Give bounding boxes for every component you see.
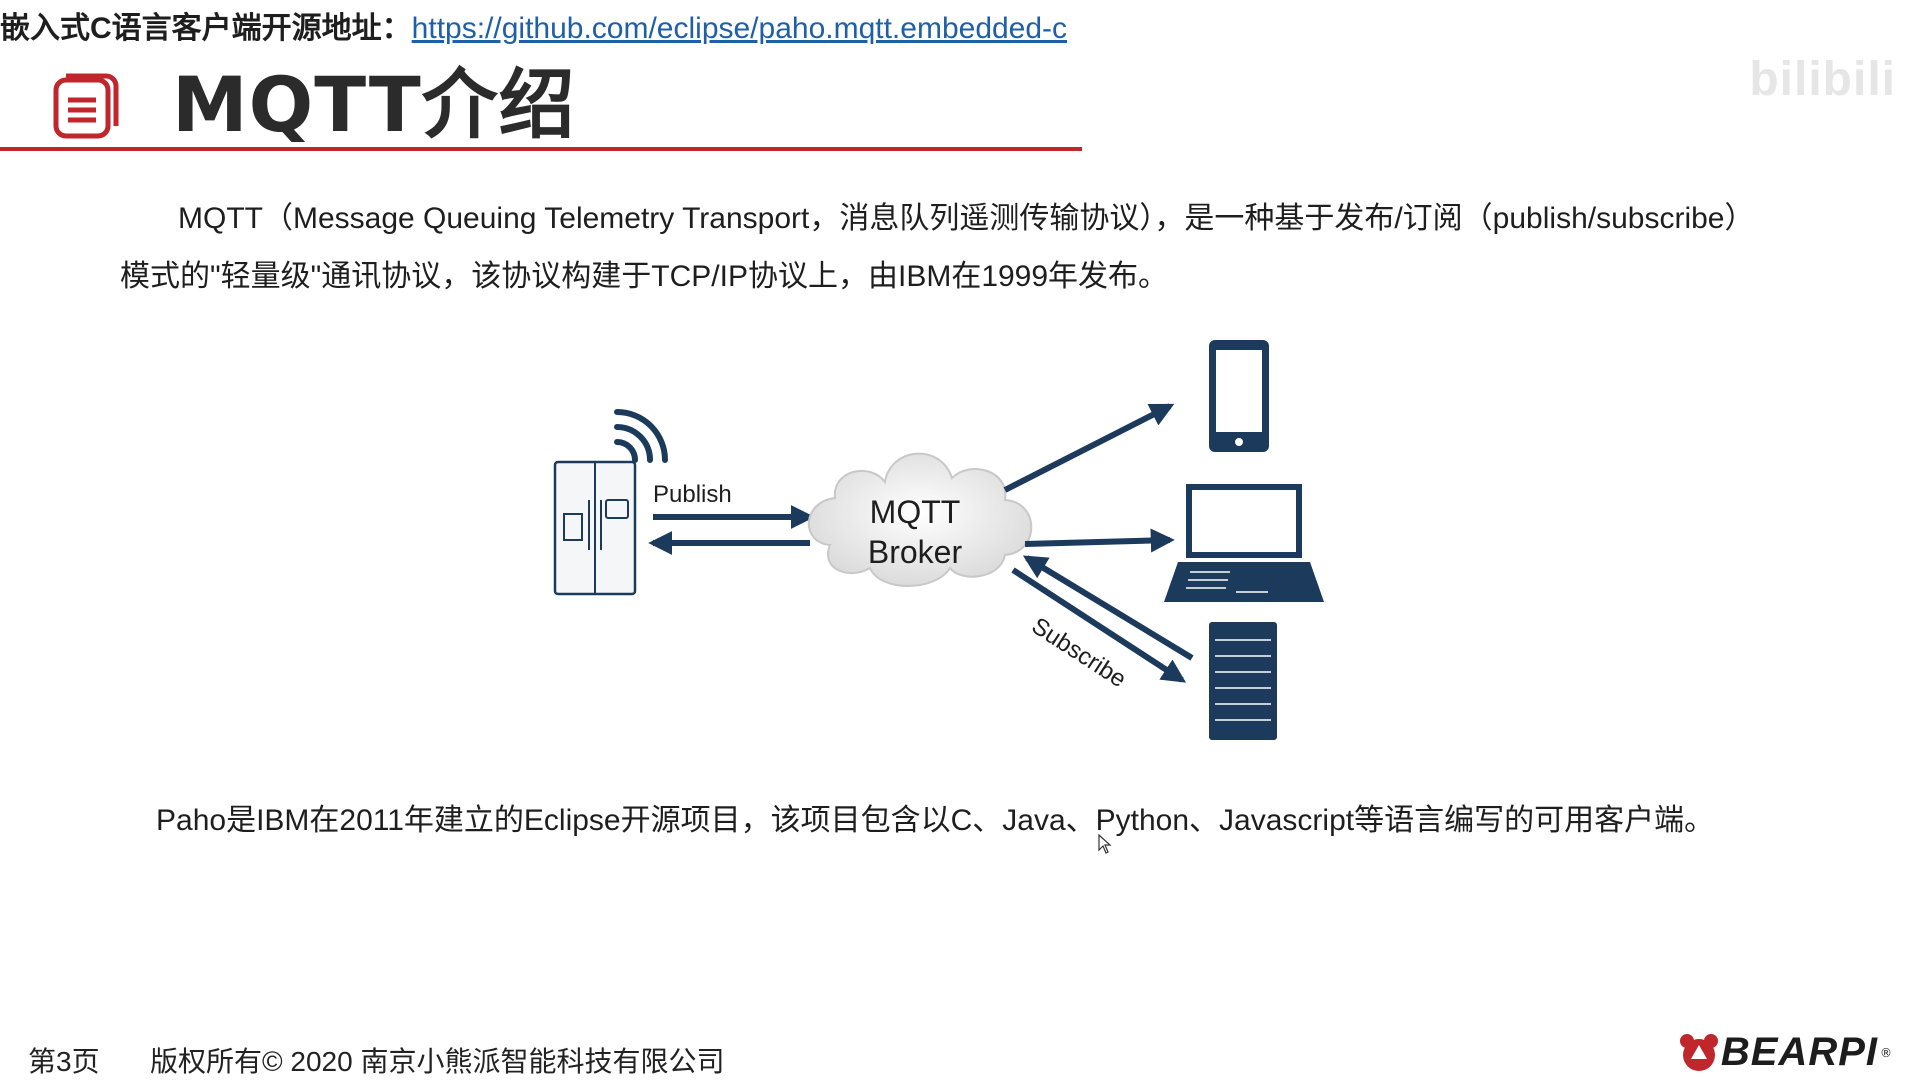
- link-line: 嵌入式C语言客户端开源地址：https://github.com/eclipse…: [0, 0, 1920, 58]
- title-underline: [0, 147, 1082, 151]
- mqtt-diagram: Publish MQTT Broker Subscribe: [553, 340, 1324, 740]
- server-icon: [1209, 622, 1277, 740]
- bearpi-logo: BEARPI®: [1677, 1030, 1892, 1075]
- publish-label: Publish: [653, 481, 732, 508]
- arrow-to-phone: [1003, 403, 1175, 493]
- wifi-signal-icon: [614, 409, 668, 463]
- copyright: 版权所有© 2020 南京小熊派智能科技有限公司: [150, 1046, 725, 1077]
- mouse-cursor-icon: [1098, 834, 1112, 854]
- subscribe-arrow: [1022, 555, 1194, 661]
- logo-text: BEARPI: [1720, 1030, 1878, 1074]
- github-link[interactable]: https://github.com/eclipse/paho.mqtt.emb…: [411, 12, 1068, 45]
- registered-mark: ®: [1880, 1045, 1892, 1060]
- bear-logo-icon: [1679, 1033, 1718, 1071]
- arrow-to-server: [1011, 567, 1187, 683]
- cloud-icon: [807, 452, 1033, 587]
- refrigerator-icon: [553, 460, 637, 596]
- arrow-to-laptop: [1024, 528, 1175, 553]
- document-list-icon: [53, 73, 119, 139]
- broker-label-line2: Broker: [868, 534, 963, 570]
- watermark: bilibili: [1749, 52, 1896, 107]
- smartphone-icon: [1209, 340, 1269, 452]
- laptop-icon: [1164, 484, 1324, 602]
- broker-label-line1: MQTT: [870, 494, 961, 530]
- page-number: 第3页: [28, 1046, 100, 1077]
- watermark-logo: bilibili: [1749, 53, 1896, 106]
- page-title: MQTT介绍: [172, 60, 576, 149]
- paho-paragraph: Paho是IBM在2011年建立的Eclipse开源项目，该项目包含以C、Jav…: [156, 804, 1715, 837]
- intro-paragraph: MQTT（Message Queuing Telemetry Transport…: [120, 202, 1755, 293]
- link-label: 嵌入式C语言客户端开源地址：: [0, 12, 412, 45]
- subscribe-label: Subscribe: [1027, 612, 1131, 693]
